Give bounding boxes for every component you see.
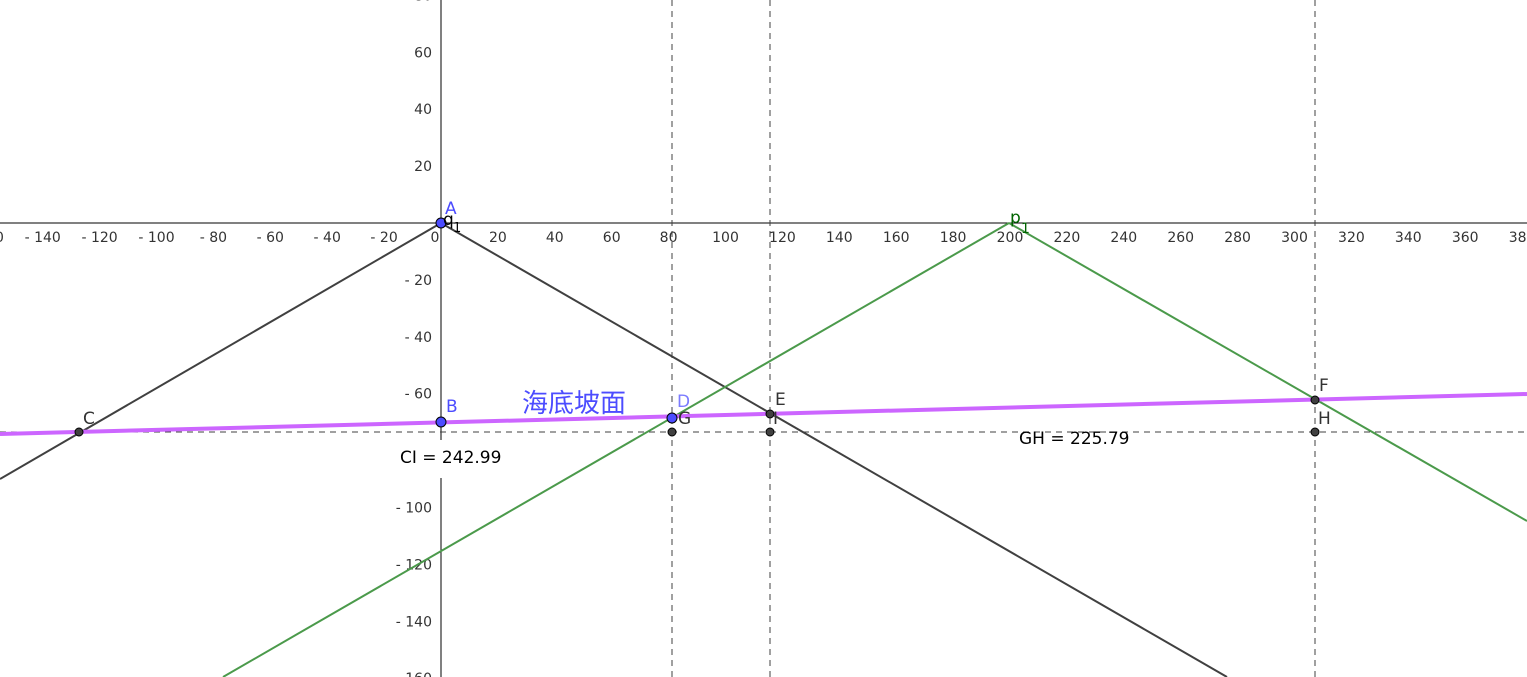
x-tick-label: - 120 [81,230,117,246]
x-tick-label: 180 [940,230,967,246]
seabed-caption: 海底坡面 [522,389,626,419]
grey-ray-left[interactable] [0,222,442,480]
label-a-sub-index: 1 [453,221,461,236]
point-d[interactable] [666,412,678,424]
x-tick-label: - 60 [257,230,284,246]
y-tick-label: - 160 [396,671,432,677]
x-tick-label: 80 [660,230,678,246]
green-ray-left[interactable] [222,222,1010,677]
point-f[interactable] [1310,395,1320,405]
x-tick-label: 380 [1509,230,1527,246]
y-axis-ticks: 80604020- 20- 40- 60- 100- 120- 140- 160 [396,0,432,677]
label-b: B [446,397,458,417]
x-tick-label: 160 [883,230,910,246]
green-ray-right[interactable] [1008,222,1527,522]
x-tick-label: 140 [826,230,853,246]
x-tick-label: 120 [769,230,796,246]
seabed-slope-line[interactable] [0,392,1527,436]
y-tick-label: 80 [414,0,432,4]
y-tick-label: - 20 [405,273,432,289]
grey-ray-right[interactable] [440,222,1228,677]
x-tick-label: 60 [603,230,621,246]
point-g[interactable] [667,427,677,437]
y-tick-label: - 40 [405,330,432,346]
label-p: p [1010,208,1021,228]
x-tick-label: - 80 [200,230,227,246]
point-e[interactable] [765,409,775,419]
x-tick-label: 40 [546,230,564,246]
y-tick-label: 20 [414,159,432,175]
y-tick-label: - 140 [396,614,432,630]
x-tick-label: - 160 [0,230,4,246]
y-tick-label: 60 [414,45,432,61]
label-a-sub: q [443,210,454,230]
x-tick-label: 360 [1452,230,1479,246]
points [74,217,1320,437]
label-g: G [678,409,691,429]
x-tick-label: 20 [489,230,507,246]
point-h[interactable] [1310,427,1320,437]
x-tick-label: 280 [1224,230,1251,246]
point-i[interactable] [765,427,775,437]
x-tick-label: 340 [1395,230,1422,246]
label-a: A [445,199,457,219]
label-e: E [775,390,786,410]
y-tick-label: - 60 [405,387,432,403]
grey-rays [0,222,1228,677]
x-tick-label: - 40 [314,230,341,246]
point-labels: A q 1 B C D G E I F H p 1 [83,199,1331,429]
y-tick-label: - 100 [396,501,432,517]
label-p-index: 1 [1021,221,1030,237]
x-tick-label: 240 [1110,230,1137,246]
measurement-gh: GH = 225.79 [1019,429,1130,449]
y-tick-label: 40 [414,102,432,118]
x-tick-label: 220 [1054,230,1081,246]
x-tick-label: 200 [997,230,1024,246]
x-tick-label: - 140 [25,230,61,246]
x-tick-label: - 20 [370,230,397,246]
x-tick-label: 260 [1167,230,1194,246]
label-h: H [1318,409,1331,429]
x-axis-ticks: - 160 - 140 - 120 - 100 - 80 - 60 - 40 - 20 0 20 4… [0,230,1527,246]
point-a[interactable] [435,217,447,229]
label-i: I [773,409,778,429]
x-tick-label: 320 [1338,230,1365,246]
x-tick-label: 100 [712,230,739,246]
label-f: F [1319,376,1329,396]
point-b[interactable] [435,416,447,428]
label-c: C [83,409,95,429]
green-rays [222,222,1527,677]
x-tick-label: 300 [1281,230,1308,246]
x-tick-label: 0 [431,230,440,246]
measurement-ci: CI = 242.99 [400,448,501,468]
label-d: D [677,392,690,412]
point-c[interactable] [74,427,84,437]
x-tick-label: - 100 [138,230,174,246]
